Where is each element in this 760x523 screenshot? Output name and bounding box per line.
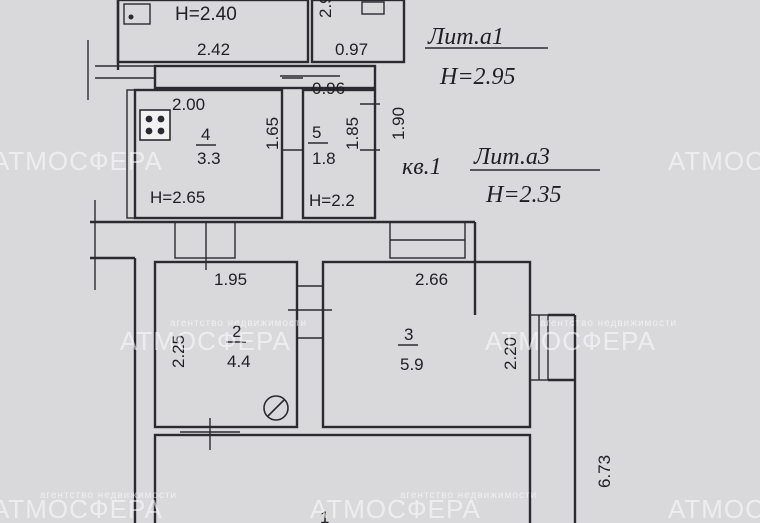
room4-height-label: H=2.65: [150, 188, 205, 207]
watermark-tagline: агентство недвижимости: [170, 318, 307, 329]
lit-a3-height: H=2.35: [485, 182, 562, 208]
watermark-brand: АТМОСФЕРА: [485, 326, 656, 356]
stove-icon: [139, 109, 171, 141]
watermark-brand: АТМОСФЕРА: [0, 494, 163, 523]
watermark-tagline: агентство недвижимости: [40, 490, 177, 501]
top-right-height-dim: 2.9: [316, 0, 335, 18]
watermark: АТМОСФЕРА АТМОСФЕРА АТМОСФЕРА АТМОСФЕРА …: [0, 146, 760, 523]
svg-text:3.3: 3.3: [197, 149, 221, 168]
right-total-dim: 6.73: [595, 455, 614, 488]
lit-a3-label: Лит.а3: [473, 144, 550, 170]
room3-height-dim: 2.20: [501, 337, 520, 370]
room3-width-dim: 2.66: [415, 270, 448, 289]
svg-text:4.4: 4.4: [227, 352, 251, 371]
room4-width-dim: 2.00: [172, 95, 205, 114]
corridor-height-dim: 1.90: [389, 107, 408, 140]
room-1-label: 1: [320, 508, 329, 523]
room5-height-label: H=2.2: [309, 191, 355, 210]
corridor-width-dim: 0.96: [312, 79, 345, 98]
lit-a1-height: H=2.95: [439, 64, 516, 90]
top-height-label: H=2.40: [175, 4, 237, 25]
svg-text:3: 3: [404, 325, 413, 344]
room5-height-dim: 1.85: [343, 117, 362, 150]
watermark-brand: АТМОСФЕРА: [120, 326, 291, 356]
watermark-tagline: агентство недвижимости: [540, 318, 677, 329]
watermark-brand: АТМОСФЕРА: [668, 146, 760, 176]
svg-text:5: 5: [312, 123, 321, 142]
boiler-icon: [263, 395, 289, 421]
watermark-tagline: агентство недвижимости: [400, 490, 537, 501]
room4-height-dim: 1.65: [263, 117, 282, 150]
room2-height-dim: 2.25: [169, 335, 188, 368]
room-4-label: 4 3.3: [196, 125, 221, 168]
watermark-brand: АТМОСФЕРА: [310, 494, 481, 523]
top-width-dim: 2.42: [197, 40, 230, 59]
room2-width-dim: 1.95: [214, 270, 247, 289]
top-right-width-dim: 0.97: [335, 40, 368, 59]
svg-text:4: 4: [201, 125, 210, 144]
watermark-brand: АТМОСФЕРА: [0, 146, 163, 176]
watermark-brand: АТМОСФЕРА: [668, 494, 760, 523]
walls: [87, 0, 577, 523]
dimension-lines: [205, 75, 380, 270]
sink-icon: [123, 3, 151, 25]
lit-a1-label: Лит.а1: [427, 24, 504, 50]
room-2-label: 2 4.4: [226, 322, 251, 371]
svg-text:1.8: 1.8: [312, 149, 336, 168]
room-3-label: 3 5.9: [398, 325, 424, 374]
room-5-label: 5 1.8: [308, 123, 336, 168]
toilet-icon: [361, 1, 385, 15]
svg-text:5.9: 5.9: [400, 355, 424, 374]
svg-text:2: 2: [232, 322, 241, 341]
apartment-label: кв.1: [402, 154, 442, 180]
